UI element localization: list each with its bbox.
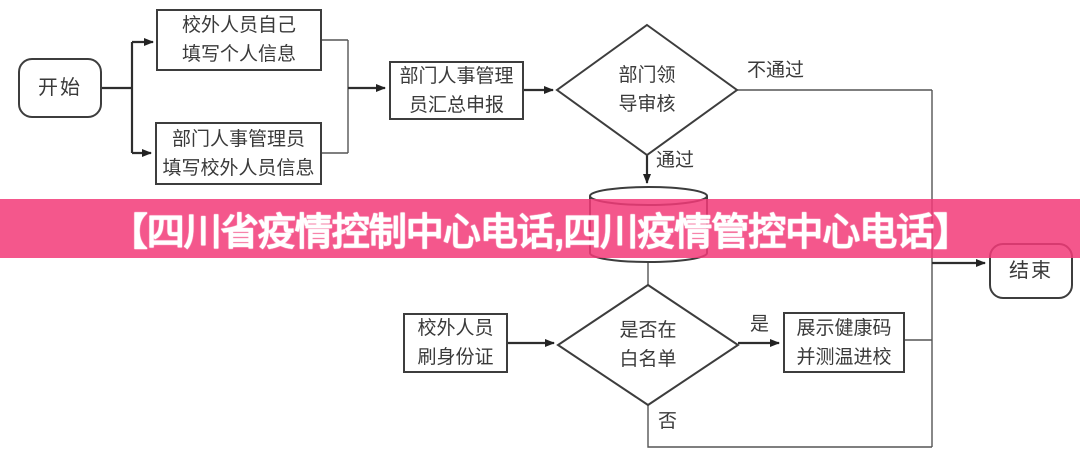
end-label: 结束 bbox=[1009, 259, 1053, 282]
start-node: 开始 bbox=[18, 58, 102, 118]
whitelist-check-diamond bbox=[556, 283, 740, 407]
show-health-code-node: 展示健康码 并测温进校 bbox=[783, 312, 905, 373]
fill-admin-node: 部门人事管理员 填写校外人员信息 bbox=[155, 122, 322, 185]
edge-label-yes: 是 bbox=[750, 314, 770, 335]
summarize-label: 部门人事管理 员汇总申报 bbox=[399, 65, 514, 116]
fill-self-node: 校外人员自己 填写个人信息 bbox=[156, 9, 322, 71]
whitelist-check-label: 是否在 白名单 bbox=[619, 320, 677, 370]
leader-review-label: 部门领 导审核 bbox=[618, 65, 676, 115]
banner-overlay: 【四川省疫情控制中心电话,四川疫情管控中心电话】 bbox=[0, 199, 1080, 258]
swipe-id-label: 校外人员 刷身份证 bbox=[417, 318, 494, 368]
leader-review-diamond bbox=[555, 23, 739, 157]
show-health-code-label: 展示健康码 并测温进校 bbox=[796, 317, 892, 368]
fill-self-label: 校外人员自己 填写个人信息 bbox=[181, 15, 296, 65]
edge-no-path bbox=[647, 405, 932, 448]
start-label: 开始 bbox=[38, 76, 82, 99]
summarize-node: 部门人事管理 员汇总申报 bbox=[389, 61, 524, 120]
connector-lines bbox=[322, 39, 933, 448]
arrow-lines bbox=[102, 38, 986, 347]
edge-label-no: 否 bbox=[658, 411, 678, 432]
fill-admin-label: 部门人事管理员 填写校外人员信息 bbox=[162, 128, 315, 179]
edge-label-fail: 不通过 bbox=[747, 60, 805, 81]
swipe-id-node: 校外人员 刷身份证 bbox=[403, 313, 508, 373]
edge-label-pass: 通过 bbox=[656, 150, 695, 171]
banner-text: 【四川省疫情控制中心电话,四川疫情管控中心电话】 bbox=[109, 212, 972, 254]
